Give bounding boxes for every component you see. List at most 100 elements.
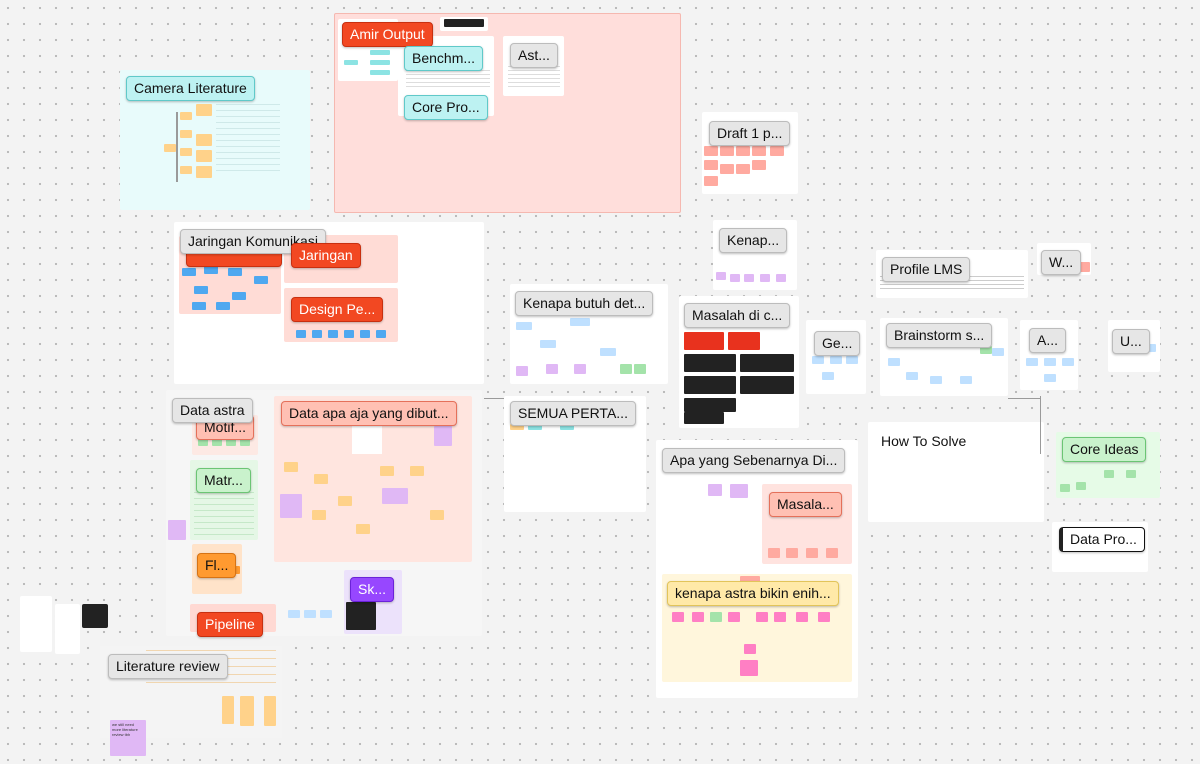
sticky-note-text: we still need more literature review tbh [112,722,138,737]
apa-note [730,484,748,498]
kenapa-butuh-node [540,340,556,348]
matr-table [194,492,254,536]
label-draft[interactable]: Draft 1 p... [709,121,791,146]
camera-node [180,112,192,120]
data-apa-node [380,466,394,476]
core-ideas-node [1060,484,1070,492]
design-node [312,330,322,338]
label-profile-lms[interactable]: Profile LMS [882,257,971,282]
design-node [360,330,370,338]
kenapa-astra-note [672,612,684,622]
kenapa-astra-note [818,612,830,622]
label-semua-perta[interactable]: SEMUA PERTA... [510,401,636,426]
draft-note [736,164,750,174]
label-pipeline[interactable]: Pipeline [197,612,263,637]
masala-note [826,548,838,558]
core-ideas-node [1126,470,1136,478]
kenapa-butuh-note [620,364,632,374]
data-apa-note [280,494,302,518]
frame-left-doc [20,596,52,652]
ge-node [830,356,842,364]
draft-note [752,160,766,170]
label-data-apa-aja[interactable]: Data apa aja yang dibut... [281,401,457,426]
label-how-to-solve[interactable]: How To Solve [874,430,974,453]
masalah-red-block [684,332,724,350]
pipeline-node [304,610,316,618]
masala-note [768,548,780,558]
masalah-dark-block [684,354,736,372]
kenapa-astra-note [692,612,704,622]
brainstorm-node [930,376,942,384]
label-data-astra[interactable]: Data astra [172,398,253,423]
brainstorm-node [888,358,900,366]
label-kenapa-butuh[interactable]: Kenapa butuh det... [515,291,654,316]
design-node [296,330,306,338]
ast-text [508,66,560,90]
kenapa-butuh-node [570,318,590,326]
label-ge[interactable]: Ge... [814,331,861,356]
label-jaringan[interactable]: Jaringan [291,243,361,268]
brainstorm-node [906,372,918,380]
label-literature-review[interactable]: Literature review [108,654,228,679]
label-brainstorm[interactable]: Brainstorm s... [886,323,993,348]
amir-node [370,60,390,65]
draft-note [704,176,718,186]
label-camera-literature[interactable]: Camera Literature [126,76,255,101]
label-apa-yang-sebenarnya[interactable]: Apa yang Sebenarnya Di... [662,448,846,473]
masalah-dark-block [740,376,794,394]
label-kenapa[interactable]: Kenap... [719,228,788,253]
label-core-ideas[interactable]: Core Ideas [1062,437,1147,462]
u-node [1146,344,1156,352]
kenapa-astra-note [740,660,758,676]
camera-node [196,166,212,178]
kenapa-note [744,274,754,282]
jaringan-node [216,302,230,310]
label-matr[interactable]: Matr... [196,468,251,493]
kenapa-astra-note [774,612,786,622]
masala-note [806,548,818,558]
draft-note [704,160,718,170]
label-jaringan-komunikasi[interactable]: Jaringan Komunikasi [180,229,326,254]
label-fl[interactable]: Fl... [197,553,237,578]
label-kenapa-astra[interactable]: kenapa astra bikin enih... [667,581,839,606]
label-a[interactable]: A... [1029,328,1067,353]
ge-node [822,372,834,380]
jaringan-node [228,268,242,276]
label-amir-output[interactable]: Amir Output [342,22,433,47]
semua-node [560,424,574,430]
brainstorm-node [980,346,992,354]
data-apa-node [284,462,298,472]
motif-note [226,438,236,446]
label-sk[interactable]: Sk... [350,577,395,602]
frame-left-dark [82,604,108,628]
label-w[interactable]: W... [1041,250,1082,275]
label-data-pro[interactable]: Data Pro... [1059,527,1145,552]
kenapa-note [716,272,726,280]
amir-dark-bar [444,19,484,27]
astra-side-note [168,520,186,540]
draft-note [770,146,784,156]
data-apa-node [314,474,328,484]
design-node [344,330,354,338]
label-masalah-di[interactable]: Masalah di c... [684,303,791,328]
camera-node [196,150,212,162]
connector [484,398,504,399]
a-node [1026,358,1038,366]
kenapa-astra-note [710,612,722,622]
a-node [1044,358,1056,366]
label-u[interactable]: U... [1112,329,1150,354]
camera-node [180,148,192,156]
kenapa-butuh-node [600,348,616,356]
motif-note [212,438,222,446]
jaringan-node [194,286,208,294]
frame-left-doc-2 [55,604,80,654]
jaringan-node [254,276,268,284]
label-design-pe[interactable]: Design Pe... [291,297,384,322]
a-node [1062,358,1074,366]
label-ast[interactable]: Ast... [510,43,558,68]
label-masala[interactable]: Masala... [769,492,842,517]
draft-note [720,146,734,156]
label-core-pro[interactable]: Core Pro... [404,95,488,120]
label-benchmark[interactable]: Benchm... [404,46,484,71]
sticky-note[interactable]: we still need more literature review tbh [110,720,146,756]
